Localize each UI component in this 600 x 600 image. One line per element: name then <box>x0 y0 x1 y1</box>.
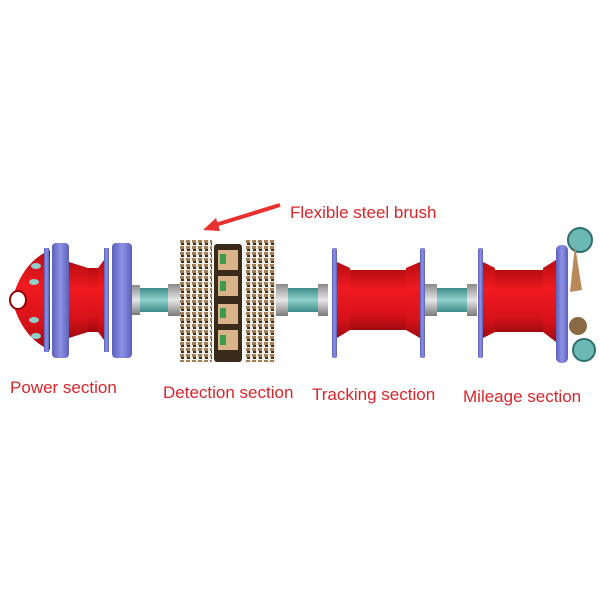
power-section <box>9 243 140 358</box>
section-label-power: Power section <box>10 378 117 397</box>
section-label-detection: Detection section <box>163 383 294 402</box>
mileage-wheel-icon <box>572 338 596 362</box>
mileage-wheel-icon <box>567 227 593 253</box>
annotation-arrow <box>203 203 281 231</box>
annotation-label: Flexible steel brush <box>290 203 437 222</box>
steel-brush-right <box>244 240 276 362</box>
mileage-section <box>478 227 596 363</box>
detection-section <box>180 240 288 362</box>
steel-brush-left <box>180 240 212 362</box>
bellows <box>140 288 168 312</box>
tracking-section <box>332 248 437 358</box>
bellows <box>437 288 467 312</box>
section-label-mileage: Mileage section <box>463 387 582 406</box>
section-label-tracking: Tracking section <box>312 385 436 404</box>
